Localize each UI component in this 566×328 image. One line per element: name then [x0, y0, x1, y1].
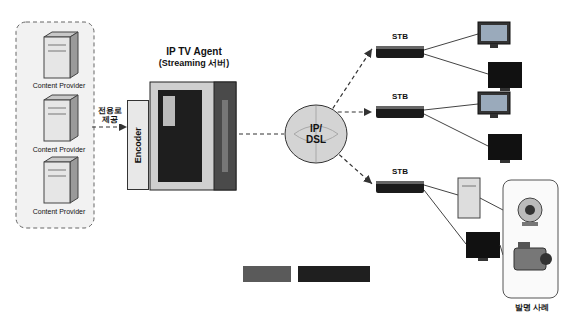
cable: [424, 114, 488, 146]
node-title: Content Provider: [33, 146, 86, 154]
connector: [338, 111, 372, 112]
cable: [424, 34, 478, 50]
cable: [424, 185, 458, 195]
stb-device: [376, 46, 424, 58]
server-front: [44, 162, 70, 203]
pc-monitor: [478, 92, 510, 114]
cable: [424, 54, 488, 74]
cable: [424, 104, 478, 110]
cable: [480, 198, 503, 210]
stb-device-top: [376, 106, 424, 109]
caption-label: 발명 사례: [508, 303, 556, 312]
node-title: Content Provider: [33, 82, 86, 90]
set-top-box: STB: [372, 167, 428, 195]
encoder-box: Encoder: [127, 100, 149, 190]
content-provider: Content Provider: [26, 152, 92, 216]
camcorder-lens: [540, 253, 552, 265]
webcam-base: [522, 222, 538, 226]
server-side: [70, 32, 78, 78]
node-title: STB: [392, 167, 408, 176]
tv-stand: [500, 88, 510, 91]
node-title: IP/ DSL: [299, 123, 333, 146]
content-provider: Content Provider: [26, 90, 92, 154]
server-icon: [44, 157, 78, 203]
server-side: [70, 157, 78, 203]
stb-device-top: [376, 181, 424, 184]
node-subtitle: (Streaming 서버): [159, 58, 230, 68]
example-frame: [503, 180, 558, 298]
stb-device: [376, 181, 424, 193]
camcorder-viewfinder: [518, 242, 530, 248]
connector: [239, 133, 284, 134]
server-slot: [48, 108, 66, 109]
network-cloud: IP/ DSL: [284, 104, 348, 164]
monitor-stand: [490, 114, 498, 118]
content-provider: Content Provider: [26, 28, 92, 90]
set-top-box: STB: [372, 92, 428, 120]
server-band-mark: [222, 100, 228, 172]
server-icon: [44, 95, 78, 141]
globe-lines: [294, 106, 338, 162]
tv-set: [466, 232, 500, 258]
server-slot: [48, 114, 66, 115]
server-band: [214, 82, 236, 190]
server-icon: [44, 32, 78, 78]
server-bay: [163, 96, 175, 126]
pc-tower: [458, 178, 480, 218]
pc-tower-slot: [462, 186, 476, 187]
server-slot: [48, 51, 66, 52]
tv-set: [488, 134, 522, 160]
server-side: [70, 95, 78, 141]
node-title: Content Provider: [33, 208, 86, 216]
monitor-stand: [490, 44, 498, 48]
server-slot: [48, 45, 66, 46]
server-front: [44, 100, 70, 141]
streaming-server-body: [150, 82, 236, 190]
tv-stand: [478, 258, 488, 261]
panel-block: [298, 266, 370, 282]
node-title: Encoder: [133, 127, 143, 163]
server-slot: [48, 176, 66, 177]
webcam: [518, 198, 542, 222]
set-top-box: STB: [372, 32, 428, 60]
panel-block: [243, 266, 291, 282]
tv-stand: [500, 160, 510, 163]
pc-screen: [481, 95, 507, 111]
server-front: [44, 37, 70, 78]
server-panel: [158, 90, 202, 182]
tv-set: [488, 62, 522, 88]
webcam-lens: [525, 205, 535, 215]
edge-label: 전용로 제공: [95, 106, 125, 124]
node-title: STB: [392, 32, 408, 41]
connector: [333, 49, 372, 109]
node-title: STB: [392, 92, 408, 101]
server-slot: [48, 170, 66, 171]
stb-device: [376, 106, 424, 118]
connector: [339, 155, 372, 184]
pc-screen: [481, 25, 507, 41]
stb-device-top: [376, 46, 424, 49]
provider-group: [16, 22, 94, 228]
streaming-server: IP TV Agent(Streaming 서버) Encoder: [127, 46, 239, 192]
node-title: IP TV Agent: [166, 46, 222, 58]
cloud-shape: [285, 105, 347, 163]
connector: [92, 126, 127, 127]
pc-monitor: [478, 22, 510, 44]
